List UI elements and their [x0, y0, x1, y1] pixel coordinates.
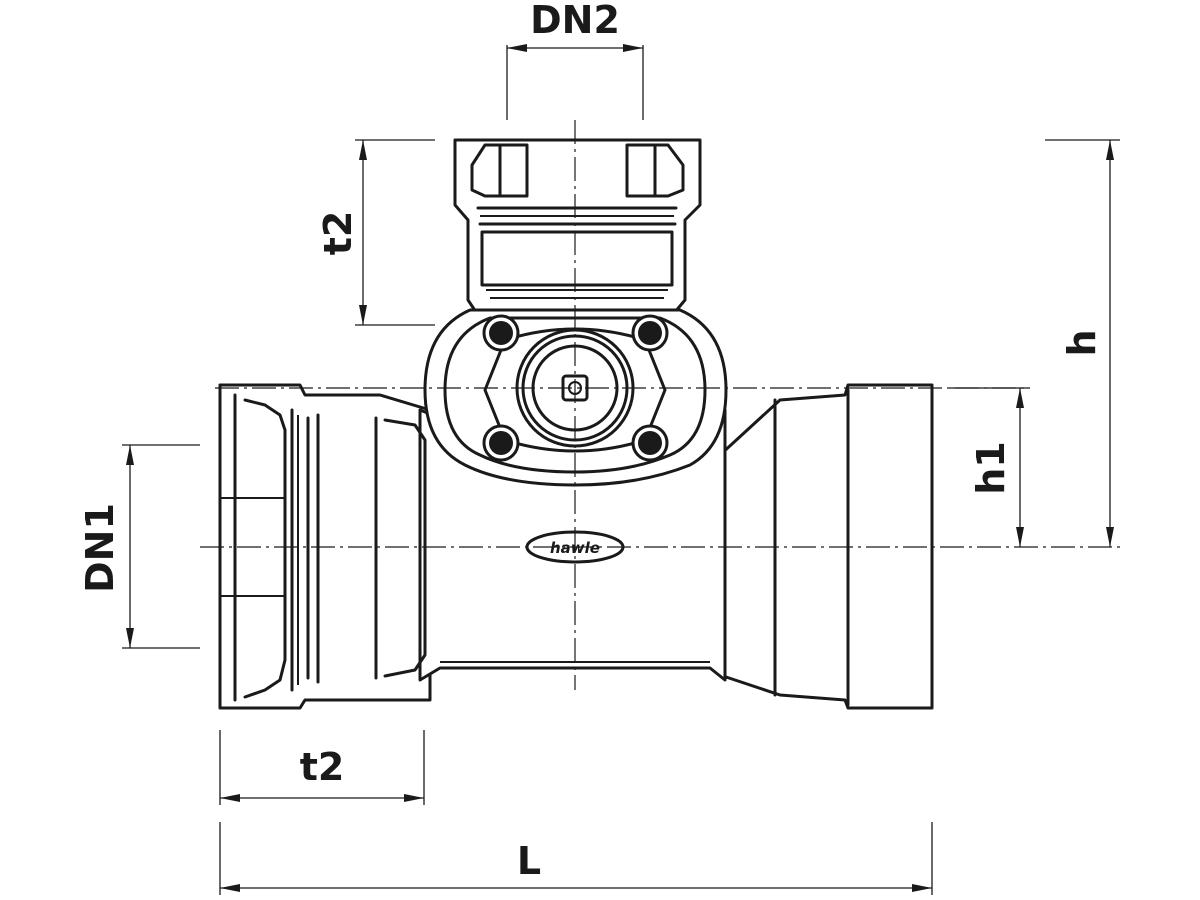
dn1-label: DN1: [78, 503, 122, 593]
h-label: h: [1060, 329, 1104, 356]
t2-bottom-label: t2: [300, 745, 345, 789]
t2-top-label: t2: [316, 211, 360, 256]
dimension-l: L: [219, 822, 933, 895]
dimension-t2-top: t2: [316, 139, 435, 326]
dimension-dn1: DN1: [78, 444, 200, 649]
top-outlet: [453, 138, 702, 320]
dimension-t2-bottom: t2: [219, 730, 425, 805]
dimension-h: h: [1045, 139, 1120, 547]
h1-label: h1: [969, 441, 1013, 495]
dimension-dn2: DN2: [506, 0, 644, 120]
l-label: L: [517, 839, 541, 883]
dn2-label: DN2: [530, 0, 620, 42]
center-lines: [200, 120, 1120, 690]
dimension-h1: h1: [950, 387, 1030, 547]
